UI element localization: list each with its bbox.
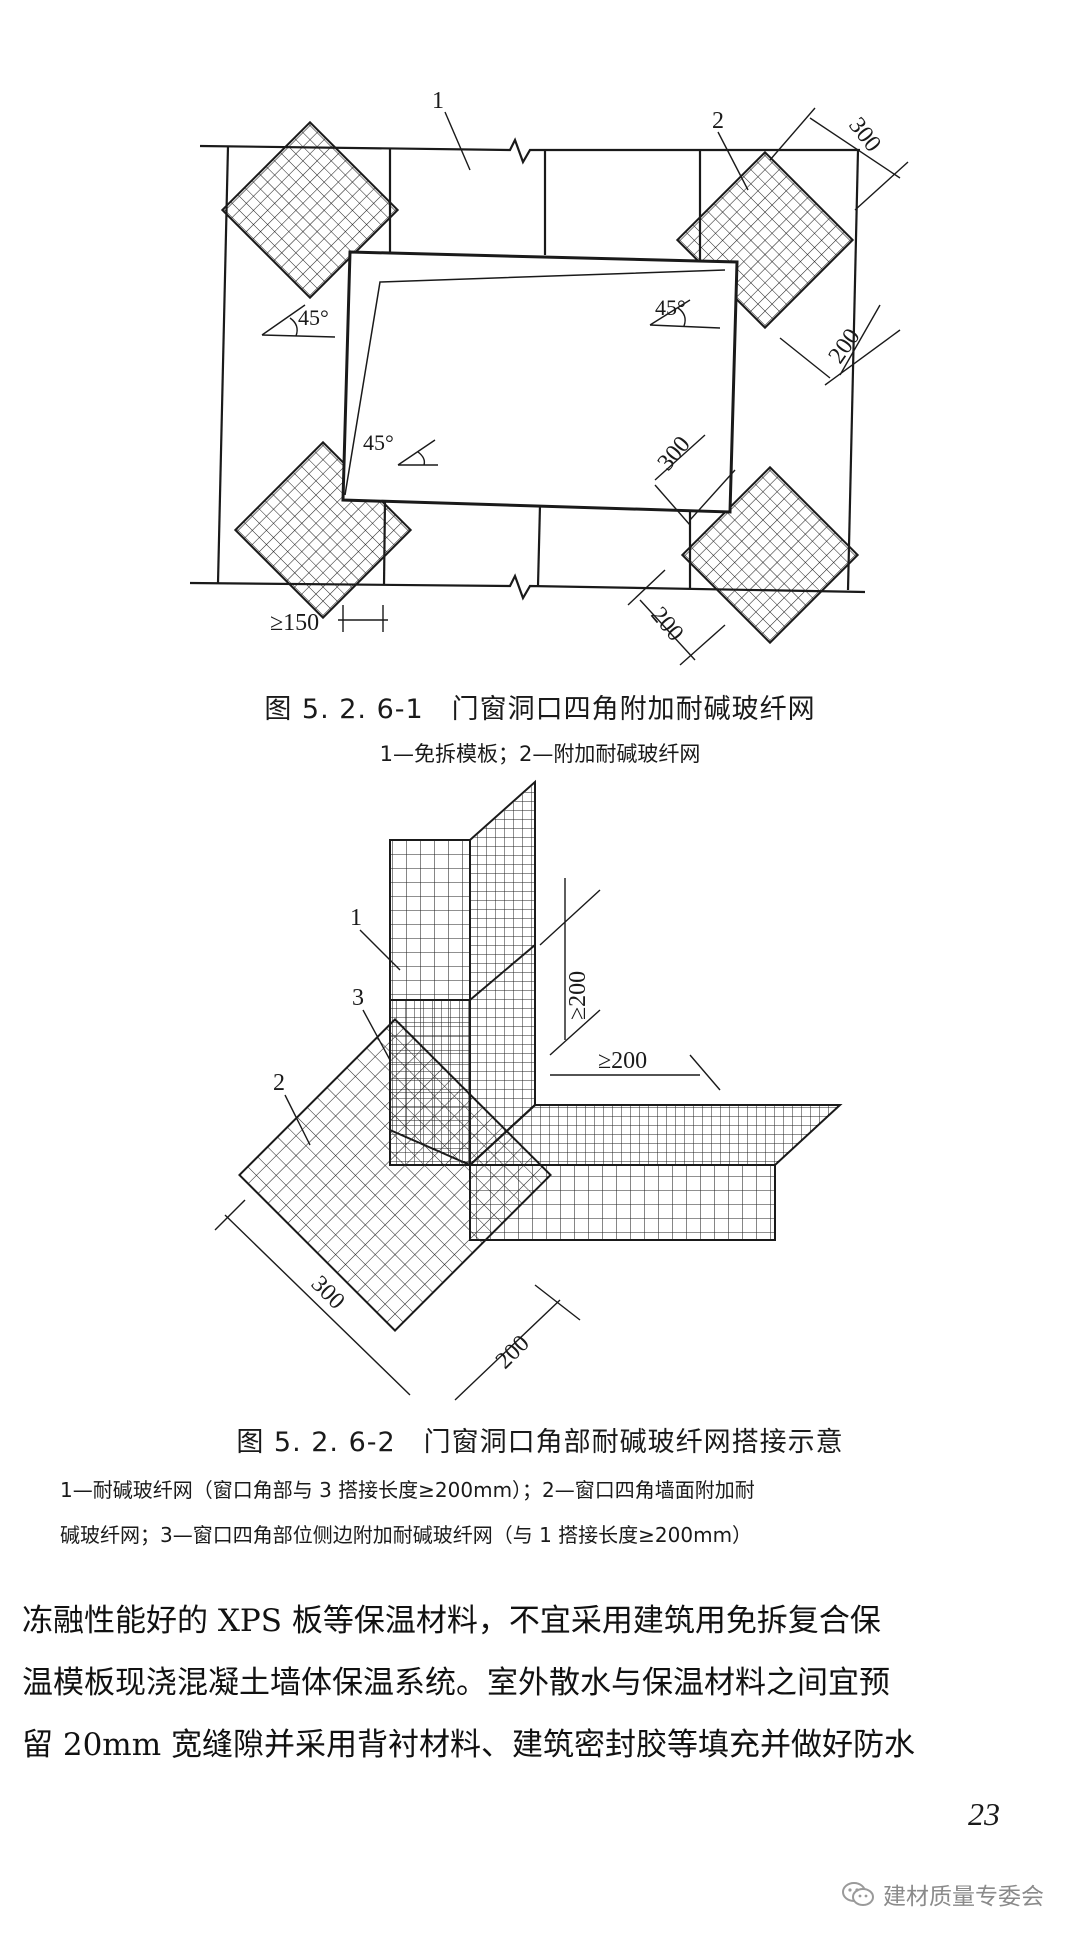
figure2-label-2: 2 — [273, 1070, 285, 1096]
angle-label-1: 45° — [298, 305, 329, 330]
figure2-caption: 图 5. 2. 6-2 门窗洞口角部耐碱玻纤网搭接示意 — [236, 1427, 844, 1458]
body-line-3: 留 20mm 宽缝隙并采用背衬材料、建筑密封胶等填充并做好防水 — [22, 1727, 915, 1763]
dim-200-horizontal: ≥200 — [598, 1048, 647, 1074]
figure1-label-2: 2 — [712, 108, 724, 134]
body-line-1: 冻融性能好的 XPS 板等保温材料，不宜采用建筑用免拆复合保 — [22, 1603, 881, 1639]
figure-2-mesh-overlap: 1 3 2 ≥200 ≥200 300 200 — [214, 779, 843, 1401]
dim-200-bottom: 200 — [645, 602, 688, 646]
wechat-icon — [842, 1882, 874, 1906]
dim-200-right: 200 — [824, 324, 866, 368]
figure2-note-line-1: 1—耐碱玻纤网（窗口角部与 3 搭接长度≥200mm）；2—窗口四角墙面附加耐 — [60, 1478, 755, 1502]
angle-label-3: 45° — [363, 430, 394, 455]
figure1-caption: 图 5. 2. 6-1 门窗洞口四角附加耐碱玻纤网 — [264, 694, 816, 725]
dim-200-vertical: ≥200 — [565, 971, 591, 1020]
figure2-note-line-2: 碱玻纤网；3—窗口四角部位侧边附加耐碱玻纤网（与 1 搭接长度≥200mm） — [60, 1523, 753, 1547]
figure2-label-1: 1 — [350, 905, 362, 931]
body-line-2: 温模板现浇混凝土墙体保温系统。室外散水与保温材料之间宜预 — [22, 1665, 890, 1701]
page-number: 23 — [968, 1796, 1000, 1832]
dim-200: 200 — [491, 1330, 535, 1374]
figure2-label-3: 3 — [352, 985, 364, 1011]
figure2-note: 1—耐碱玻纤网（窗口角部与 3 搭接长度≥200mm）；2—窗口四角墙面附加耐 … — [60, 1468, 1020, 1558]
figure1-note: 1—免拆模板；2—附加耐碱玻纤网 — [379, 742, 701, 766]
window-opening — [341, 250, 739, 514]
watermark: 建材质量专委会 — [841, 1874, 1044, 1914]
dim-150: ≥150 — [270, 610, 319, 636]
watermark-text: 建材质量专委会 — [883, 1884, 1044, 1910]
angle-label-2: 45° — [655, 295, 686, 320]
figure-1-window-corner-mesh: 45° 45° 45° 1 2 300 200 300 200 ≥150 — [189, 88, 909, 666]
figure1-label-1: 1 — [432, 88, 444, 114]
mesh-horizontal-flap — [467, 1104, 843, 1241]
mesh-2-wall-patch — [238, 1018, 552, 1332]
body-paragraph: 冻融性能好的 XPS 板等保温材料，不宜采用建筑用免拆复合保 温模板现浇混凝土墙… — [22, 1590, 1062, 1776]
